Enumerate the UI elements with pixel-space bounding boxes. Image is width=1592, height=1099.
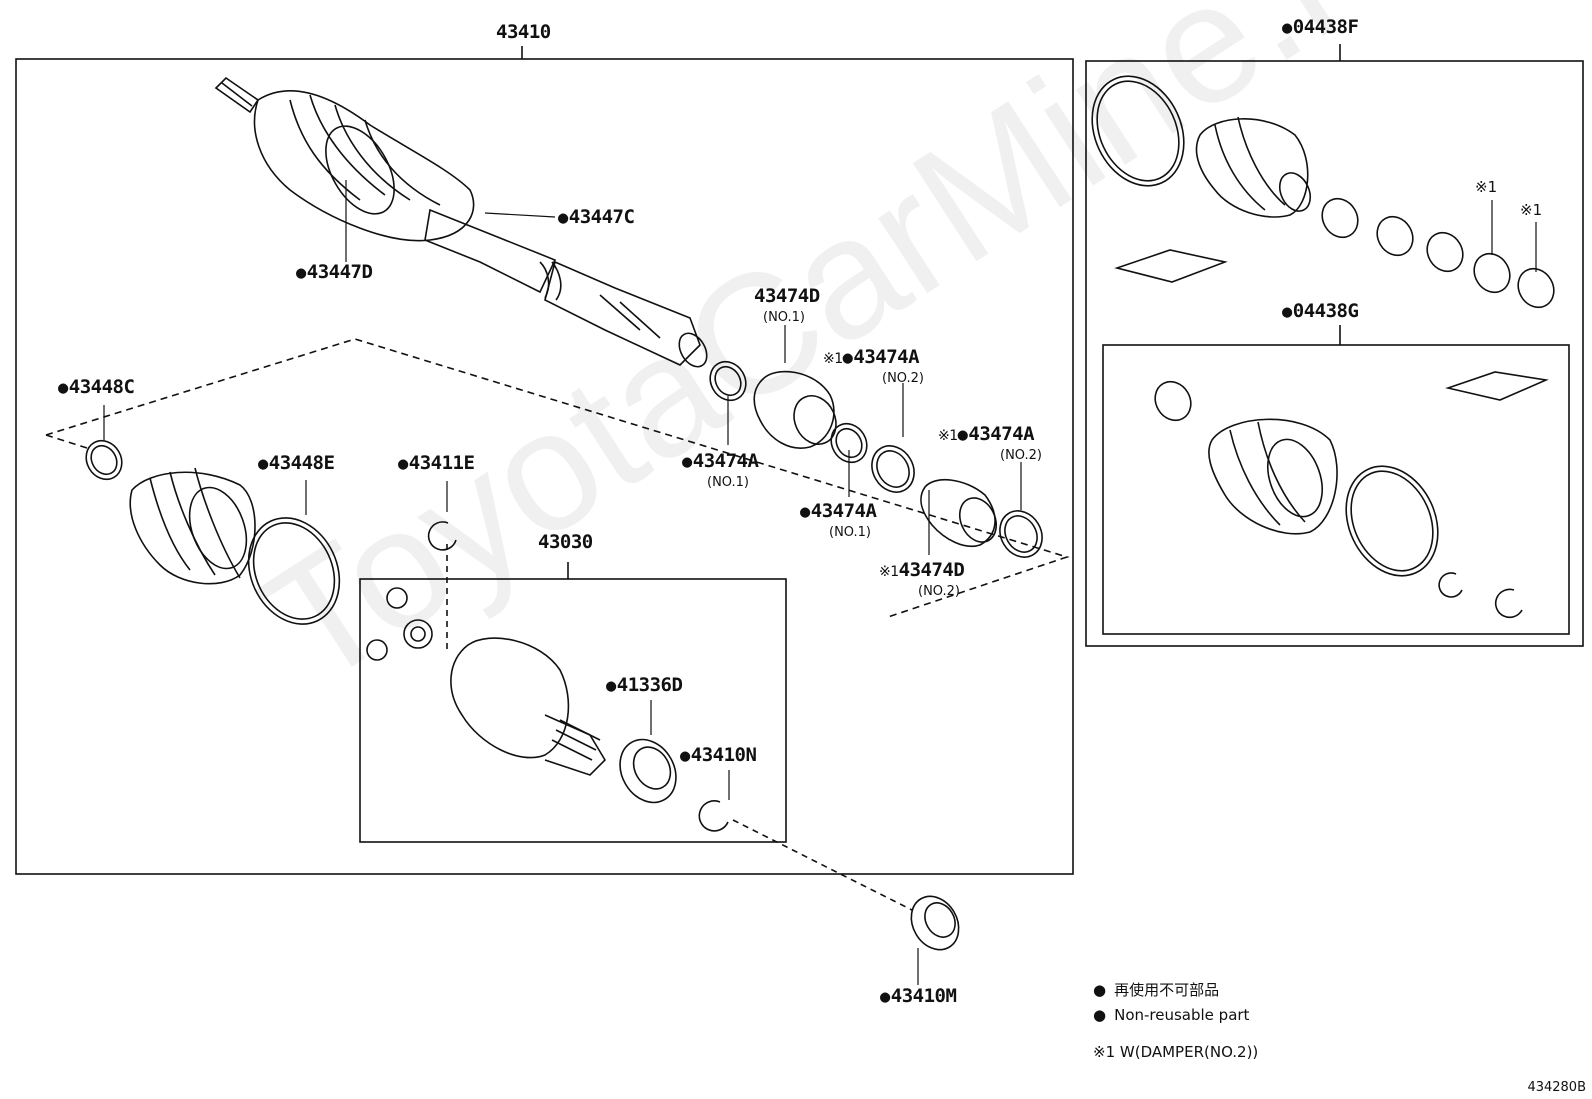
clamp-43448c-shape <box>85 439 123 481</box>
damper-43474d-no2-shape <box>920 479 996 547</box>
label-43447d: 43447D <box>296 262 373 283</box>
mark-1-right: ※1 <box>938 428 958 444</box>
label-43474a-no1-left: 43474A <box>682 451 759 472</box>
label-43474d-no1: 43474D <box>754 285 820 307</box>
seal-and-bearing <box>619 738 960 951</box>
label-04438f: 04438F <box>1282 17 1359 38</box>
label-43448c: 43448C <box>58 377 135 398</box>
legend-jp: ●再使用不可部品 <box>1093 981 1220 999</box>
inboard-joint-frame <box>359 578 787 843</box>
clamp-43474a-no2-shape <box>871 445 915 493</box>
dampers <box>753 370 998 547</box>
clamp-43474a-no2-right-shape <box>999 510 1043 558</box>
snap-ring-43410n-shape <box>698 800 729 832</box>
label-43448e: 43448E <box>258 453 335 474</box>
bearing-43410m-shape <box>910 895 960 951</box>
inboard-joint-43030-shape <box>366 587 607 776</box>
label-43474a-no1-left-sub: (NO.1) <box>707 475 749 490</box>
leader-lines <box>103 180 1537 985</box>
snap-rings <box>427 521 729 832</box>
legend-note: ※1 W(DAMPER(NO.2)) <box>1093 1043 1259 1061</box>
label-43410n: 43410N <box>680 745 757 766</box>
label-43474d-no2: ※143474D <box>879 559 965 581</box>
damper-43474d-no1-shape <box>753 370 835 449</box>
mark-1-clamp-b: ※1 <box>1520 201 1543 219</box>
label-43474a-no1-mid: 43474A <box>800 501 877 522</box>
clamp-43448e-shape <box>247 517 341 625</box>
clamp-43474a-no1-mid-shape <box>830 422 868 464</box>
mark-1-clamp-a: ※1 <box>1475 178 1498 196</box>
label-43030: 43030 <box>538 531 593 553</box>
snap-ring-43411e-shape <box>427 521 457 551</box>
label-43474a-no1-mid-sub: (NO.1) <box>829 525 871 540</box>
seal-41336d-shape <box>619 738 677 804</box>
drive-shaft <box>214 76 708 368</box>
clamp-parts <box>85 360 1043 625</box>
boot-kit-04438g-shapes <box>1154 371 1549 619</box>
boot-43448-shape <box>129 467 256 585</box>
assembly-frame <box>15 58 1074 875</box>
mark-1-no2: ※1 <box>879 564 899 580</box>
boot-kit-frame <box>1085 60 1584 647</box>
label-43410m: 43410M <box>880 986 957 1007</box>
label-43410: 43410 <box>496 21 551 43</box>
label-41336d: 41336D <box>606 675 683 696</box>
clamp-43474a-no1-shape <box>709 360 747 402</box>
boot-kit-04438f-shapes <box>1091 75 1555 309</box>
label-43474d-no1-sub: (NO.1) <box>763 310 805 325</box>
mark-1-top: ※1 <box>823 351 843 367</box>
label-43474a-no2-right: ※143474A <box>938 423 1035 446</box>
label-43474d-no2-sub: (NO.2) <box>918 584 960 599</box>
inner-boot-kit-frame <box>1102 344 1570 635</box>
label-43447c: 43447C <box>558 207 635 228</box>
label-43411e: 43411E <box>398 453 475 474</box>
label-43474a-no2-right-sub: (NO.2) <box>1000 448 1042 463</box>
diagram-code: 434280B <box>1527 1080 1586 1095</box>
legend-en: ●Non-reusable part <box>1093 1006 1250 1024</box>
label-43474a-no2-top-sub: (NO.2) <box>882 371 924 386</box>
dashed-zone <box>45 338 1070 618</box>
label-43474a-no2-top: ※143474A <box>823 346 920 369</box>
label-04438g: 04438G <box>1282 301 1359 322</box>
